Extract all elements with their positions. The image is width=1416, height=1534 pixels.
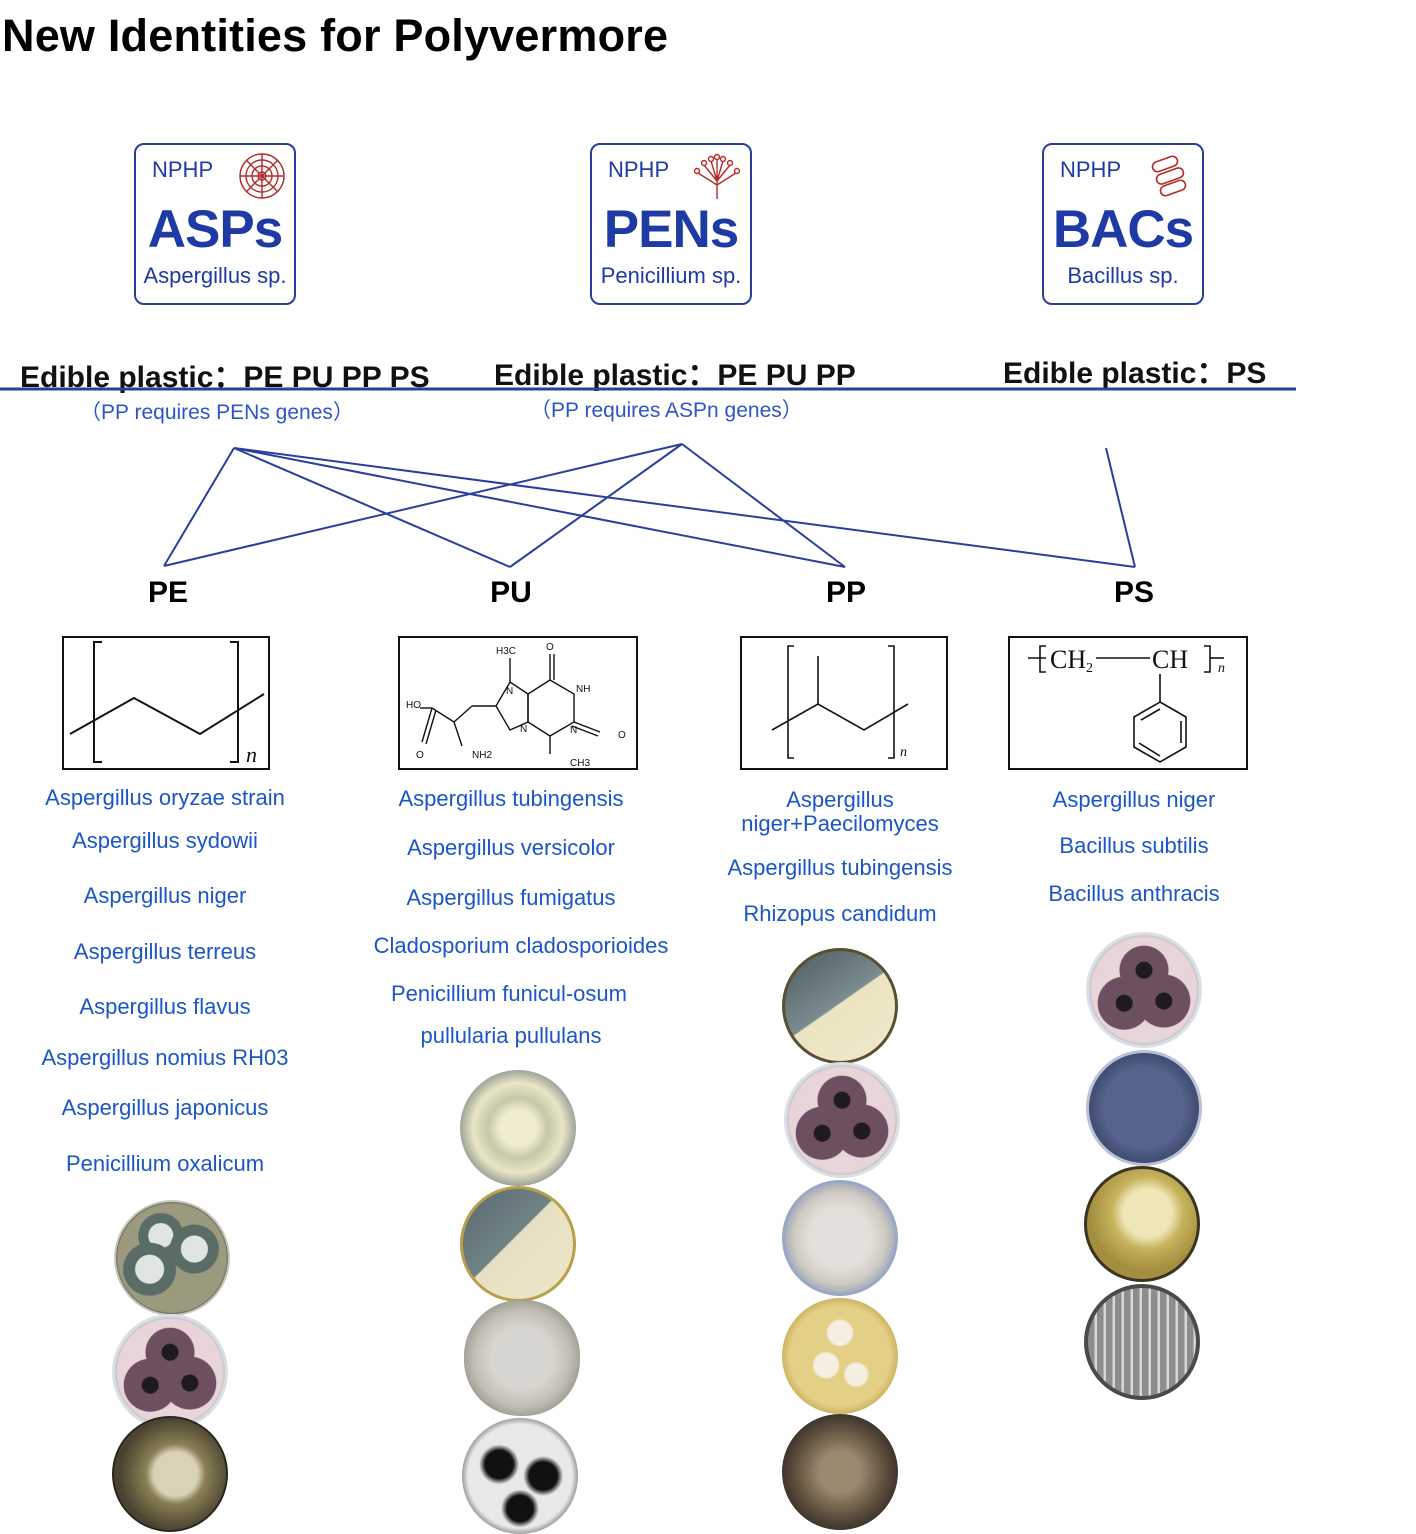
organism-item: Aspergillus oryzae strain	[45, 785, 285, 810]
pu-n2: N	[520, 724, 527, 735]
pe-structure-drawing: n	[69, 641, 265, 767]
pu-structure-drawing: H3C O NH N N N HO O NH2 O CH3	[406, 642, 626, 769]
link-asps-pe	[163, 447, 235, 567]
petri-dish-image	[784, 1062, 900, 1178]
plastic-label-ps: PS	[1113, 576, 1155, 609]
pu-nh: NH	[576, 684, 590, 695]
card-genus: Aspergillus sp.	[143, 263, 287, 288]
petri-dish-image	[782, 948, 898, 1064]
pp-organism-list: Aspergillus niger+Paecilomyces Aspergill…	[700, 0, 980, 1533]
pp-structure: n	[740, 636, 948, 770]
organism-item: Aspergillus tubingensis	[727, 855, 953, 880]
organism-item: Aspergillus nomius RH03	[41, 1045, 289, 1070]
petri-dish-image	[1086, 1050, 1202, 1166]
card-abbreviation: ASPs	[147, 200, 283, 259]
pp-structure-drawing: n	[771, 645, 909, 760]
concentric-target-icon	[239, 153, 285, 199]
petri-dish-image	[1084, 1284, 1200, 1400]
plastic-label-pp: PP	[825, 576, 867, 609]
ps-structure: CH 2 CH n	[1008, 636, 1248, 770]
rod-bacteria-icon	[1151, 155, 1187, 197]
pu-n1: N	[506, 686, 513, 697]
edible-label-bacs: Edible plastic：PS	[1003, 357, 1267, 390]
note-pens: （PP requires ASPn genes）	[530, 399, 803, 422]
pp-subscript: n	[900, 745, 907, 760]
pens-card: NPHP PENs Penicillium sp.	[590, 143, 752, 305]
pe-subscript: n	[246, 742, 257, 767]
card-genus: Bacillus sp.	[1067, 263, 1179, 288]
penicillium-brush-icon	[693, 153, 741, 199]
petri-dish-image	[462, 1418, 578, 1534]
link-asps-pp	[233, 447, 846, 568]
pu-o-top: O	[546, 642, 554, 653]
ps-ch: CH	[1152, 645, 1188, 674]
bacs-card: NPHP BACs Bacillus sp.	[1042, 143, 1204, 305]
ps-ch2: CH	[1050, 645, 1086, 674]
petri-dish-image	[1086, 932, 1202, 1048]
link-asps-ps	[233, 447, 1136, 568]
page-title: New Identities for Polyvermore	[2, 10, 669, 61]
card-abbreviation: BACs	[1052, 200, 1194, 259]
organism-item: Aspergillus niger	[1052, 787, 1216, 812]
organism-item: Aspergillus japonicus	[61, 1095, 269, 1120]
petri-dish-image	[782, 1298, 898, 1414]
card-badge: NPHP	[152, 157, 214, 182]
card-abbreviation: PENs	[603, 200, 739, 259]
organism-item: Rhizopus candidum	[743, 901, 937, 926]
pu-structure: H3C O NH N N N HO O NH2 O CH3	[398, 636, 638, 770]
link-bacs-ps	[1105, 447, 1136, 568]
ps-structure-drawing: CH 2 CH n	[1028, 645, 1225, 763]
plastic-label-pe: PE	[147, 576, 189, 609]
organism-item: Bacillus anthracis	[1048, 881, 1220, 906]
pu-h3c: H3C	[496, 646, 516, 657]
petri-dish-image	[114, 1200, 230, 1316]
pu-nh2: NH2	[472, 750, 492, 761]
petri-dish-image	[112, 1416, 228, 1532]
organism-item: Aspergillus tubingensis	[398, 786, 624, 811]
ps-organism-list: Aspergillus niger Bacillus subtilis Baci…	[1004, 0, 1264, 1533]
petri-dish-image	[464, 1300, 580, 1416]
link-pens-pu	[509, 443, 683, 568]
ps-subscript: n	[1218, 661, 1225, 676]
organism-item: Aspergillus flavus	[79, 994, 251, 1019]
pu-ch3: CH3	[570, 758, 590, 768]
organism-item: Aspergillus niger+Paecilomyces	[741, 787, 939, 836]
organism-item: Aspergillus sydowii	[72, 828, 258, 853]
card-badge: NPHP	[1060, 157, 1122, 182]
petri-dish-image	[460, 1070, 576, 1186]
plastic-label-pu: PU	[490, 576, 532, 609]
pe-structure: n	[62, 636, 270, 770]
organism-item: Penicillium funicul-osum	[391, 981, 627, 1006]
card-badge: NPHP	[608, 157, 670, 182]
organism-item: Aspergillus fumigatus	[406, 885, 616, 910]
pe-organism-list: Aspergillus oryzae strain Aspergillus sy…	[0, 0, 330, 1533]
organism-item: pullularia pullulans	[420, 1023, 602, 1048]
pu-ho: HO	[406, 700, 421, 711]
organism-item: Aspergillus terreus	[73, 939, 257, 964]
organism-item: Aspergillus versicolor	[407, 835, 615, 860]
link-asps-pu	[233, 447, 511, 568]
pu-o-acid: O	[416, 750, 424, 761]
link-pens-pp	[681, 443, 846, 568]
ps-sub2: 2	[1086, 661, 1093, 676]
organism-item: Penicillium oxalicum	[65, 1151, 265, 1176]
petri-dish-image	[460, 1186, 576, 1302]
pu-n3: N	[570, 725, 577, 736]
note-asps: （PP requires PENs genes）	[80, 401, 354, 424]
organism-item: Bacillus subtilis	[1059, 833, 1209, 858]
edible-label-pens: Edible plastic：PE PU PP	[494, 359, 856, 392]
card-genus: Penicillium sp.	[600, 263, 742, 288]
organism-item: Cladosporium cladosporioides	[373, 933, 669, 958]
organism-item: Aspergillus niger	[83, 883, 247, 908]
pu-o-right: O	[618, 730, 626, 741]
connection-lines	[0, 387, 1296, 568]
petri-dish-image	[782, 1180, 898, 1296]
link-pens-pe	[163, 443, 683, 567]
petri-dish-image	[1084, 1166, 1200, 1282]
petri-dish-image	[112, 1314, 228, 1430]
petri-dish-image	[782, 1414, 898, 1530]
pu-organism-list: Aspergillus tubingensis Aspergillus vers…	[346, 0, 676, 1533]
asps-card: NPHP ASPs Aspergillus sp.	[134, 143, 296, 305]
